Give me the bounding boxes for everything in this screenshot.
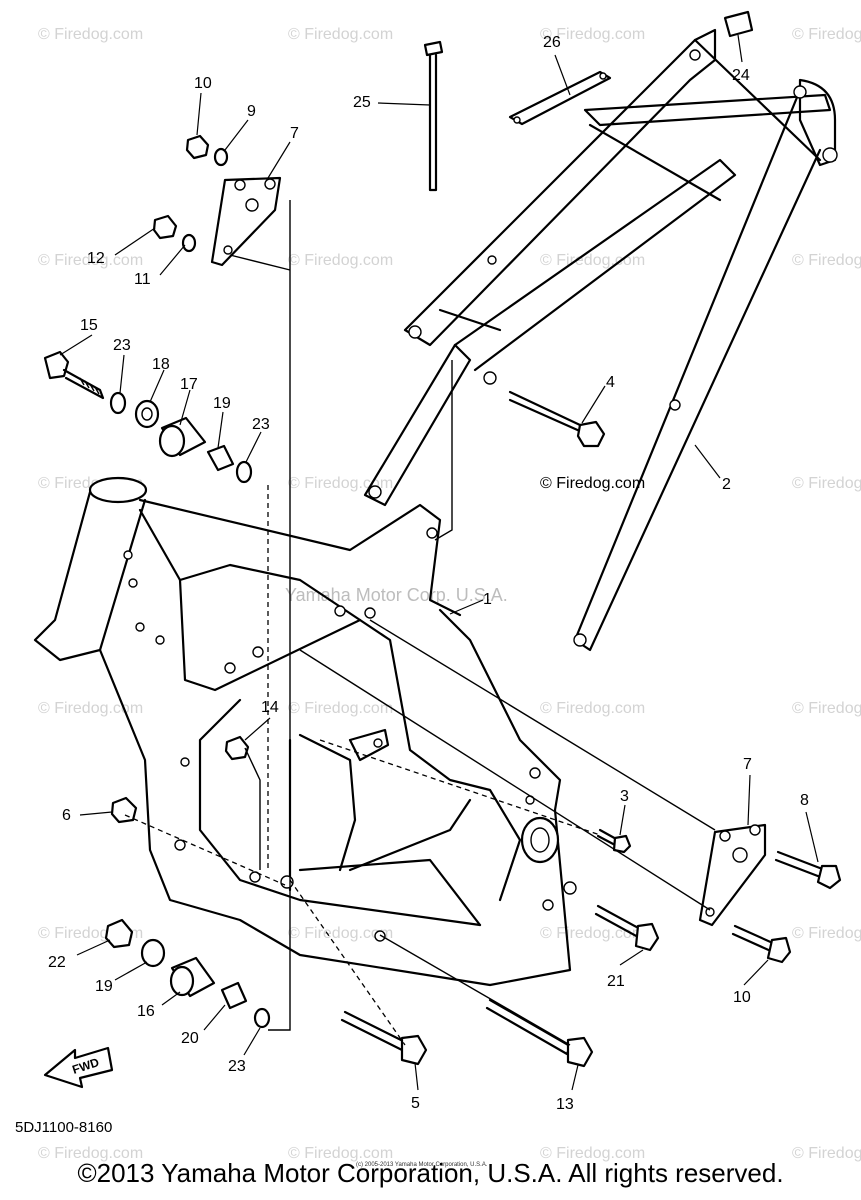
watermark-firedog: © Firedog.com — [288, 700, 394, 717]
part-label-10: 10 — [194, 75, 212, 92]
watermark-firedog: © Firedog.com — [288, 26, 394, 43]
part-label-3: 3 — [620, 788, 629, 805]
part-label-12: 11 — [134, 271, 151, 288]
watermark-yamaha: Yamaha Motor Corp. U.S.A. — [285, 585, 508, 605]
part-label-20-upper: 19 — [213, 395, 231, 412]
part-label-14: 13 — [556, 1096, 574, 1113]
fine-print-copyright: (c) 2005-2013 Yamaha Motor Corporation, … — [356, 1162, 488, 1168]
diagram-part-code: 5DJ1100-8160 — [15, 1119, 113, 1136]
watermark-firedog: © Firedog.com — [540, 26, 646, 43]
watermark-firedog: © Firedog.com — [540, 700, 646, 717]
part-label-16: 15 — [80, 317, 98, 334]
part-label-23-middle: 23 — [252, 416, 270, 433]
watermark-firedog: © Firedog.com — [288, 252, 394, 269]
part-label-13: 12 — [87, 250, 105, 267]
copyright-notice: ©2013 Yamaha Motor Corporation, U.S.A. A… — [77, 1158, 784, 1188]
callout-leaders — [59, 34, 819, 1091]
hardware — [43, 10, 842, 1068]
part-label-7-lower: 7 — [743, 756, 752, 773]
part-label-8: 8 — [800, 792, 809, 809]
part-label-22: 22 — [48, 954, 66, 971]
watermark-firedog: © Firedog.com — [38, 700, 144, 717]
forward-arrow-icon — [43, 1046, 114, 1089]
watermark-firedog: © Firedog.com — [792, 26, 861, 43]
watermark-firedog: © Firedog.com — [38, 252, 144, 269]
watermark-firedog: © Firedog.com — [38, 1145, 144, 1162]
watermark-firedog: © Firedog.com — [792, 475, 861, 492]
part-label-4: 4 — [606, 374, 615, 391]
watermark-firedog: © Firedog.com — [288, 475, 394, 492]
rear-subframe — [363, 28, 838, 652]
firedog-watermark-center: © Firedog.com — [540, 475, 646, 492]
part-label-23-lower: 23 — [228, 1058, 246, 1075]
watermark-firedog: © Firedog.com — [792, 700, 861, 717]
part-label-7-upper: 7 — [290, 125, 299, 142]
part-label-19-lower: 19 — [95, 978, 113, 995]
engine-bracket-lower — [698, 823, 767, 927]
part-label-20-lower: 20 — [181, 1030, 199, 1047]
watermark-firedog: © Firedog.com — [288, 1145, 394, 1162]
part-label-18: 17 — [180, 376, 198, 393]
part-label-25: 25 — [353, 94, 371, 111]
part-label-26: 26 — [543, 34, 561, 51]
watermark-firedog: © Firedog.com — [540, 1145, 646, 1162]
part-label-23-upper: 23 — [113, 337, 131, 354]
watermark-firedog: © Firedog.com — [540, 252, 646, 269]
part-label-11: 10 — [733, 989, 751, 1006]
watermark-firedog: © Firedog.com — [792, 925, 861, 942]
watermark-firedog: © Firedog.com — [792, 1145, 861, 1162]
main-frame — [33, 476, 577, 987]
part-label-15: 14 — [261, 699, 279, 716]
engine-bracket-upper — [210, 176, 282, 267]
watermark-firedog: © Firedog.com — [792, 252, 861, 269]
part-label-17: 16 — [137, 1003, 155, 1020]
part-label-21: 21 — [607, 973, 625, 990]
part-label-2: 2 — [722, 476, 731, 493]
part-label-24: 24 — [732, 67, 750, 84]
alignment-lines — [124, 200, 716, 1046]
part-label-1: 1 — [483, 591, 492, 608]
watermark-firedog: © Firedog.com — [38, 26, 144, 43]
part-label-6: 6 — [62, 807, 71, 824]
watermark-firedog: © Firedog.com — [288, 925, 394, 942]
part-label-5: 5 — [411, 1095, 420, 1112]
part-label-9: 9 — [247, 103, 256, 120]
part-label-19-upper: 18 — [152, 356, 170, 373]
